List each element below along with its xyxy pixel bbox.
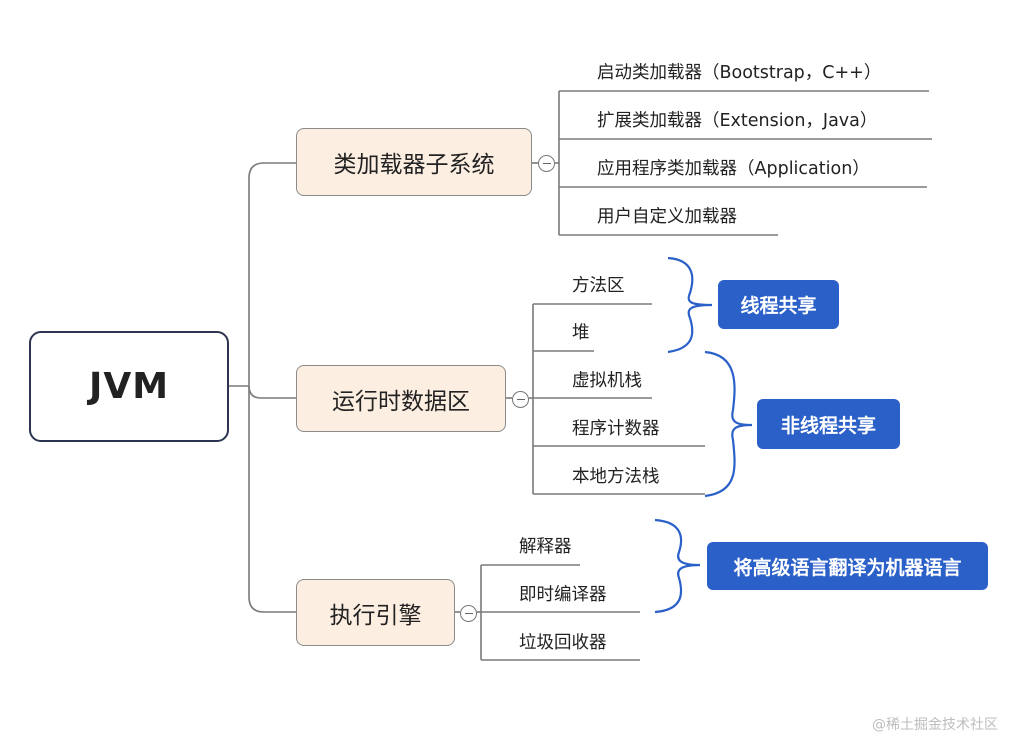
- collapse-toggle-icon[interactable]: [460, 605, 477, 622]
- branch-class-loader-subsystem[interactable]: 类加载器子系统: [296, 128, 532, 196]
- branch-label: 运行时数据区: [332, 388, 470, 415]
- branch-execution-engine[interactable]: 执行引擎: [296, 579, 455, 646]
- leaf-program-counter[interactable]: 程序计数器: [572, 419, 660, 439]
- leaf-garbage-collector[interactable]: 垃圾回收器: [519, 633, 607, 653]
- annotation-translate-to-machine-language[interactable]: 将高级语言翻译为机器语言: [707, 542, 988, 590]
- annotation-thread-shared[interactable]: 线程共享: [718, 280, 839, 329]
- branch-runtime-data-area[interactable]: 运行时数据区: [296, 365, 506, 432]
- collapse-toggle-icon[interactable]: [512, 391, 529, 408]
- leaf-interpreter[interactable]: 解释器: [519, 537, 572, 557]
- root-label: JVM: [88, 366, 170, 407]
- root-node-jvm[interactable]: JVM: [29, 331, 229, 442]
- collapse-toggle-icon[interactable]: [538, 155, 555, 172]
- watermark: @稀土掘金技术社区: [872, 717, 998, 733]
- leaf-jit-compiler[interactable]: 即时编译器: [519, 585, 607, 605]
- brace-shared: [667, 256, 713, 354]
- branch-label: 执行引擎: [329, 602, 422, 629]
- leaf-vm-stack[interactable]: 虚拟机栈: [572, 371, 642, 391]
- leaf-extension-loader[interactable]: 扩展类加载器（Extension，Java）: [597, 111, 878, 131]
- leaf-native-method-stack[interactable]: 本地方法栈: [572, 467, 660, 487]
- leaf-bootstrap-loader[interactable]: 启动类加载器（Bootstrap，C++）: [597, 63, 882, 83]
- brace-non-shared: [704, 350, 753, 498]
- branch-label: 类加载器子系统: [333, 152, 495, 178]
- leaf-user-defined-loader[interactable]: 用户自定义加载器: [597, 207, 737, 227]
- leaf-heap[interactable]: 堆: [572, 323, 590, 343]
- leaf-method-area[interactable]: 方法区: [572, 276, 625, 296]
- leaf-application-loader[interactable]: 应用程序类加载器（Application）: [597, 159, 870, 179]
- annotation-thread-private[interactable]: 非线程共享: [757, 399, 900, 449]
- brace-engine: [654, 518, 701, 614]
